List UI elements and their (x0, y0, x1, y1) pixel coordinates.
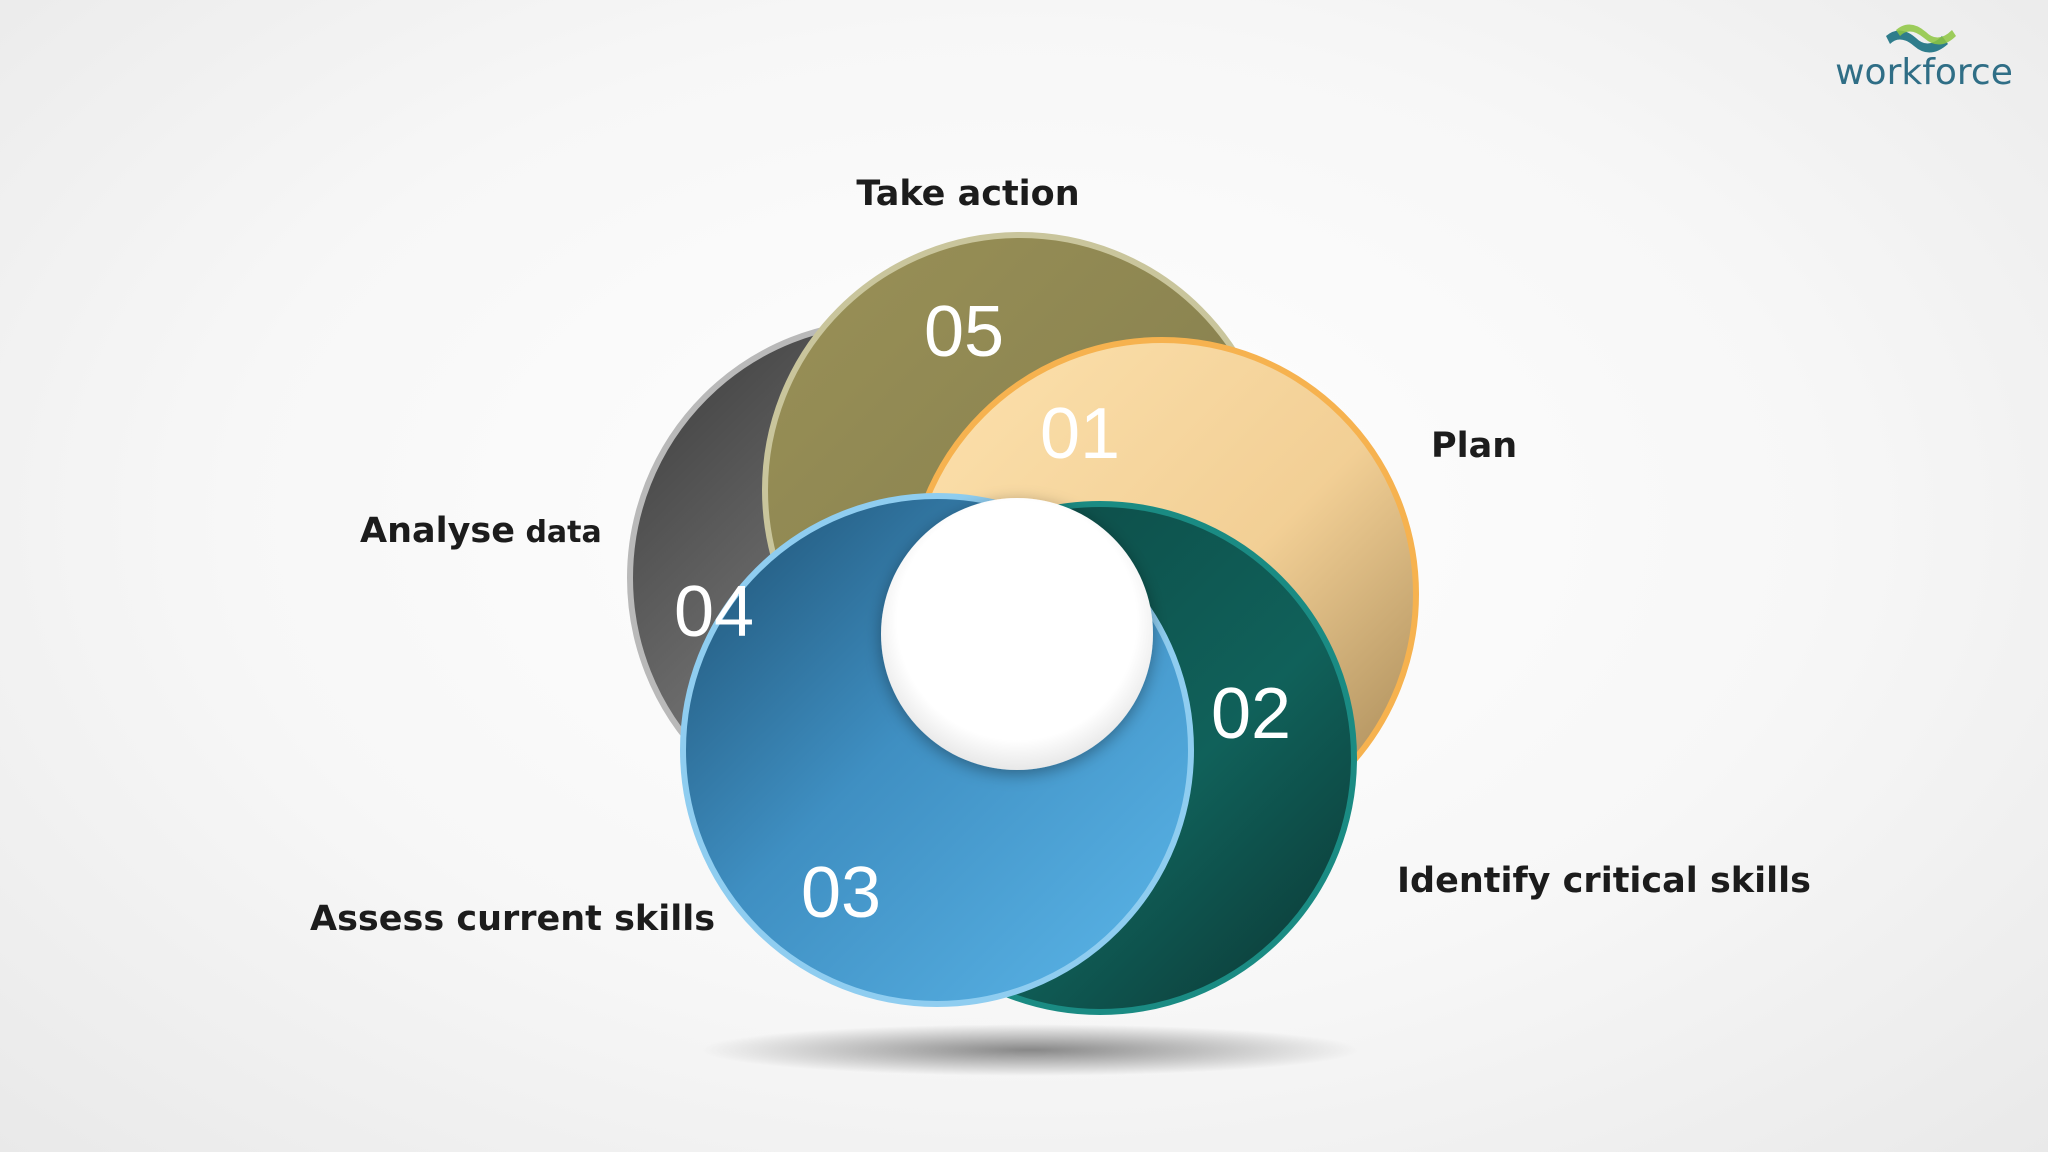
step-03-number: 03 (801, 853, 881, 933)
step-04-number: 04 (674, 572, 754, 652)
step-04-label-rest: data (515, 515, 602, 550)
logo-text: workforce (1835, 52, 2013, 93)
workforce-logo: workforce (1835, 24, 2013, 93)
diagram-shadow (700, 1024, 1360, 1076)
step-01-label: Plan (1431, 426, 1517, 466)
step-04-label-main: Analyse (360, 511, 515, 551)
step-01-number: 01 (1040, 394, 1120, 474)
step-05-label: Take action (856, 174, 1079, 214)
step-03-label: Assess current skills (310, 899, 715, 939)
center-hole (881, 498, 1153, 770)
step-05-number: 05 (924, 292, 1004, 372)
step-02-number: 02 (1211, 674, 1291, 754)
logo-mark-icon (1886, 24, 1956, 53)
step-02-label: Identify critical skills (1397, 861, 1811, 901)
step-04-label: Analyse data (360, 511, 602, 551)
